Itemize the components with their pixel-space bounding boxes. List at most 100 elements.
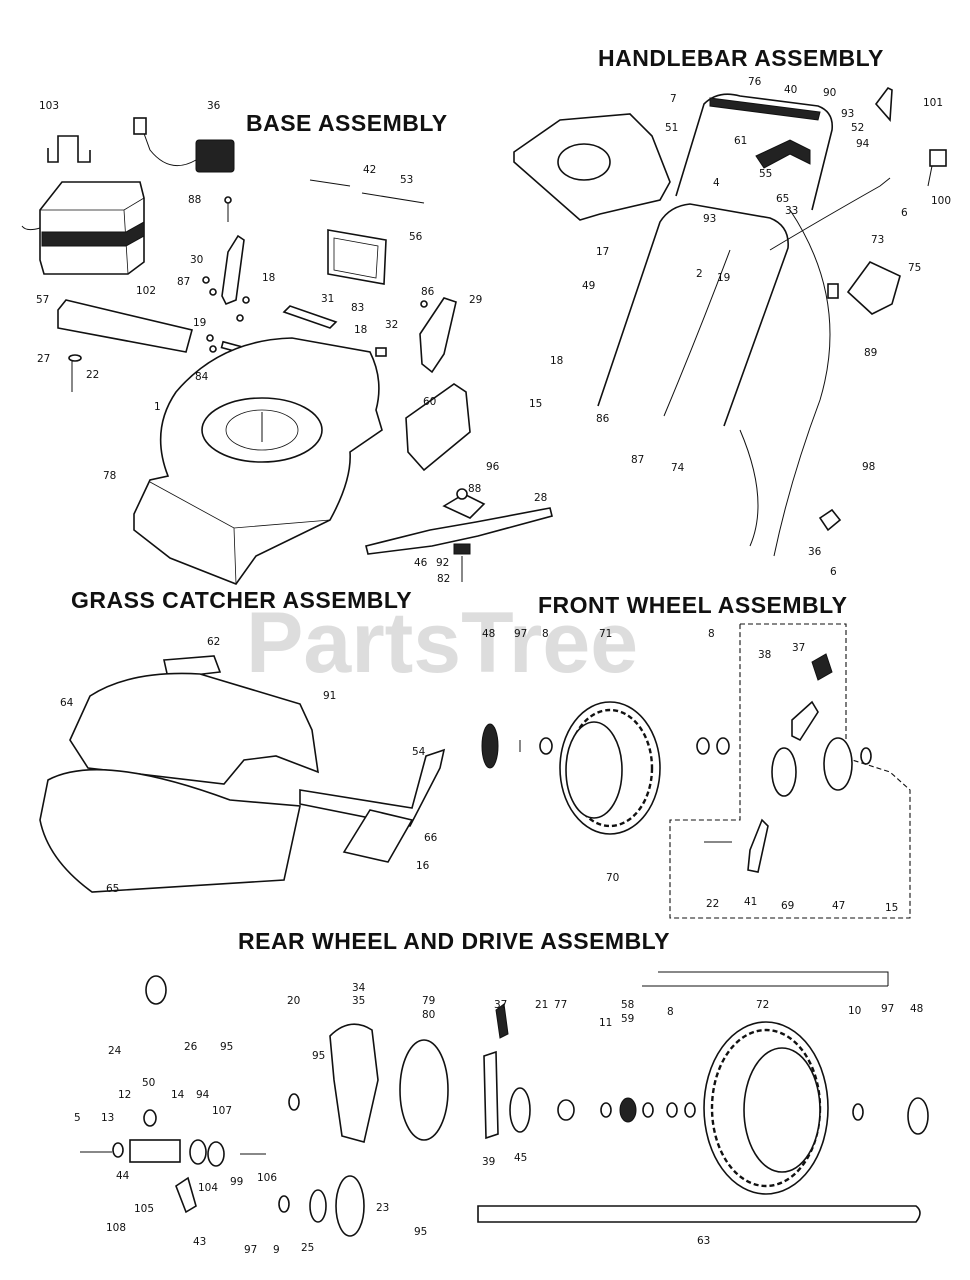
callout: 62 (207, 636, 220, 648)
gear-58 (619, 1097, 637, 1123)
callout: 13 (101, 1112, 114, 1124)
callout: 84 (195, 371, 209, 383)
callout: 72 (756, 999, 769, 1011)
belt-23 (335, 1175, 365, 1237)
washer-8-b (716, 737, 730, 755)
callout: 83 (351, 302, 364, 314)
callout: 66 (424, 832, 438, 844)
callout: 35 (352, 995, 365, 1007)
callout: 98 (862, 461, 875, 473)
callout: 52 (851, 122, 864, 134)
callout: 25 (301, 1242, 314, 1254)
washer-8-a (696, 737, 710, 755)
rear-bracket-lines (642, 971, 889, 987)
callout: 94 (856, 138, 870, 150)
callout: 75 (908, 262, 921, 274)
callout: 97 (244, 1244, 257, 1256)
callout: 88 (188, 194, 201, 206)
bolt-88-head (224, 196, 232, 204)
callout: 101 (923, 97, 943, 109)
callout: 7 (670, 93, 677, 105)
switch-bar-61 (755, 139, 811, 169)
cap-48-rear (907, 1097, 929, 1135)
callout: 28 (534, 492, 547, 504)
rail-31 (282, 305, 338, 329)
callout: 89 (864, 347, 877, 359)
callout: 103 (39, 100, 59, 112)
wheel-71-tread (566, 708, 654, 828)
callout: 20 (287, 995, 300, 1007)
callout: 53 (400, 174, 413, 186)
fastener-87b (209, 288, 217, 296)
blade-28 (365, 507, 553, 555)
callouts-rear-wheel: 24 26 95 34 35 20 79 80 37 21 77 58 59 8… (74, 982, 923, 1256)
bracket-103 (47, 135, 91, 163)
washer-8 (539, 737, 553, 755)
callout: 22 (706, 898, 719, 910)
cap-48 (481, 723, 499, 769)
clip-73 (827, 283, 839, 299)
callout: 60 (423, 396, 436, 408)
callout: 87 (177, 276, 190, 288)
section-title-grass-catcher: GRASS CATCHER ASSEMBLY (71, 587, 412, 613)
callout: 29 (469, 294, 482, 306)
callout: 88 (468, 483, 481, 495)
callout: 105 (134, 1203, 154, 1215)
bushing-15 (860, 747, 872, 765)
callout: 36 (808, 546, 822, 558)
callout: 78 (103, 470, 116, 482)
callout: 45 (514, 1152, 527, 1164)
callout: 63 (697, 1235, 710, 1247)
battery-strap (41, 221, 145, 247)
washer-8-rear-c (684, 1102, 696, 1118)
callout: 39 (482, 1156, 495, 1168)
gear-housing-44 (129, 1139, 181, 1163)
key-100 (929, 149, 947, 167)
washer-11 (600, 1102, 612, 1118)
callout: 12 (118, 1089, 131, 1101)
callout: 107 (212, 1105, 232, 1117)
callout: 97 (514, 628, 527, 640)
callout: 70 (606, 872, 619, 884)
rod-53 (361, 192, 425, 204)
bushing-77 (557, 1099, 575, 1121)
adapter-hub (456, 488, 468, 500)
rear-wheel-group (80, 971, 929, 1237)
callout: 4 (713, 177, 720, 189)
callout: 48 (482, 628, 495, 640)
callout: 61 (734, 135, 747, 147)
callout: 26 (184, 1041, 198, 1053)
wheel-71-hub (565, 721, 623, 819)
catcher-bag-65 (39, 768, 301, 893)
plate-57 (57, 299, 193, 353)
callout: 18 (550, 355, 563, 367)
bushing-10 (852, 1103, 864, 1121)
nut-18 (242, 296, 250, 304)
callout: 92 (436, 557, 449, 569)
callout: 48 (910, 1003, 923, 1015)
callout: 100 (931, 195, 951, 207)
pulley-cover-79 (399, 1039, 449, 1141)
callout: 80 (422, 1009, 435, 1021)
cable-74 (663, 249, 731, 417)
callout: 17 (596, 246, 609, 258)
callout: 33 (785, 205, 798, 217)
bracket-69 (771, 747, 797, 797)
callout: 55 (759, 168, 772, 180)
callout: 31 (321, 293, 334, 305)
callout: 27 (37, 353, 50, 365)
callout: 86 (596, 413, 610, 425)
callout: 86 (421, 286, 435, 298)
spring-41 (747, 818, 769, 873)
callout: 40 (784, 84, 797, 96)
handle-62 (163, 655, 222, 679)
section-title-front-wheel: FRONT WHEEL ASSEMBLY (538, 592, 847, 618)
spring-43 (175, 1176, 197, 1214)
handle-grip-40 (709, 97, 821, 121)
switch-box-75 (846, 260, 901, 315)
section-title-base: BASE ASSEMBLY (246, 110, 448, 136)
callout: 37 (792, 642, 805, 654)
callout: 71 (599, 628, 612, 640)
callout: 77 (554, 999, 567, 1011)
callout: 44 (116, 1170, 130, 1182)
